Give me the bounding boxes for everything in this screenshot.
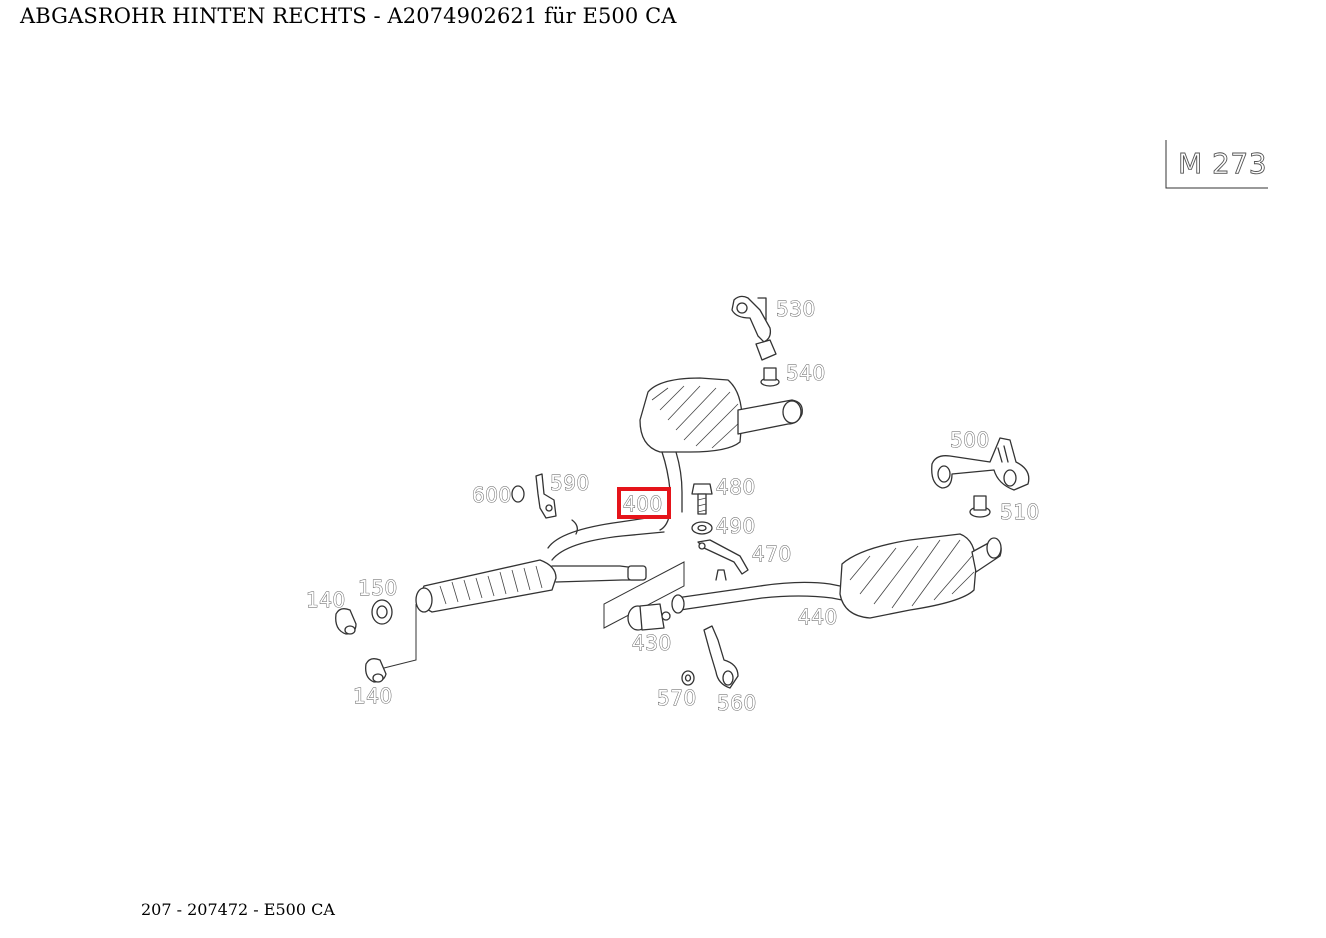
callout-510: 510 <box>1000 500 1040 524</box>
hanger-500 <box>931 437 1030 491</box>
clamp-140-lower <box>365 658 387 683</box>
callout-500: 500 <box>950 428 990 452</box>
clamp-140-upper <box>335 608 357 635</box>
hanger-590 <box>535 473 557 519</box>
footer-model-info: 207 - 207472 - E500 CA <box>141 900 335 919</box>
callout-140-upper: 140 <box>306 588 346 612</box>
callout-150: 150 <box>358 576 398 600</box>
nut-540 <box>760 367 780 387</box>
callout-540: 540 <box>786 361 826 385</box>
callout-570: 570 <box>657 686 697 710</box>
callout-600: 600 <box>472 483 512 507</box>
page-title: ABGASROHR HINTEN RECHTS - A2074902621 fü… <box>20 4 677 28</box>
highlight-box-400 <box>617 487 671 519</box>
clamp-group-frame <box>603 561 685 631</box>
engine-code-label: M 273 <box>1178 147 1267 180</box>
hanger-530 <box>731 295 777 361</box>
callout-590: 590 <box>550 471 590 495</box>
callout-140-lower: 140 <box>353 684 393 708</box>
bracket-470 <box>697 539 749 575</box>
hanger-560 <box>703 625 739 689</box>
bolt-480 <box>691 483 713 515</box>
callout-530: 530 <box>776 297 816 321</box>
nut-570 <box>681 670 695 686</box>
callout-470: 470 <box>752 542 792 566</box>
callout-400: 400 <box>623 492 663 516</box>
callout-440: 440 <box>798 605 838 629</box>
front-pipe-catalyst <box>383 559 647 669</box>
rear-silencer-440 <box>671 533 1002 619</box>
ring-150 <box>371 599 393 625</box>
callout-490: 490 <box>716 514 756 538</box>
callout-560: 560 <box>717 691 757 715</box>
nut-510 <box>969 495 991 518</box>
washer-490 <box>691 521 713 535</box>
rubber-600 <box>511 485 525 503</box>
callout-430: 430 <box>632 631 672 655</box>
callout-480: 480 <box>716 475 756 499</box>
callout-labels: 530 540 500 510 480 490 470 600 590 400 … <box>306 297 1040 716</box>
engine-code-box: M 273 <box>1165 140 1268 189</box>
rear-silencer-right <box>639 377 803 531</box>
exhaust-pipe-400 <box>547 515 665 561</box>
